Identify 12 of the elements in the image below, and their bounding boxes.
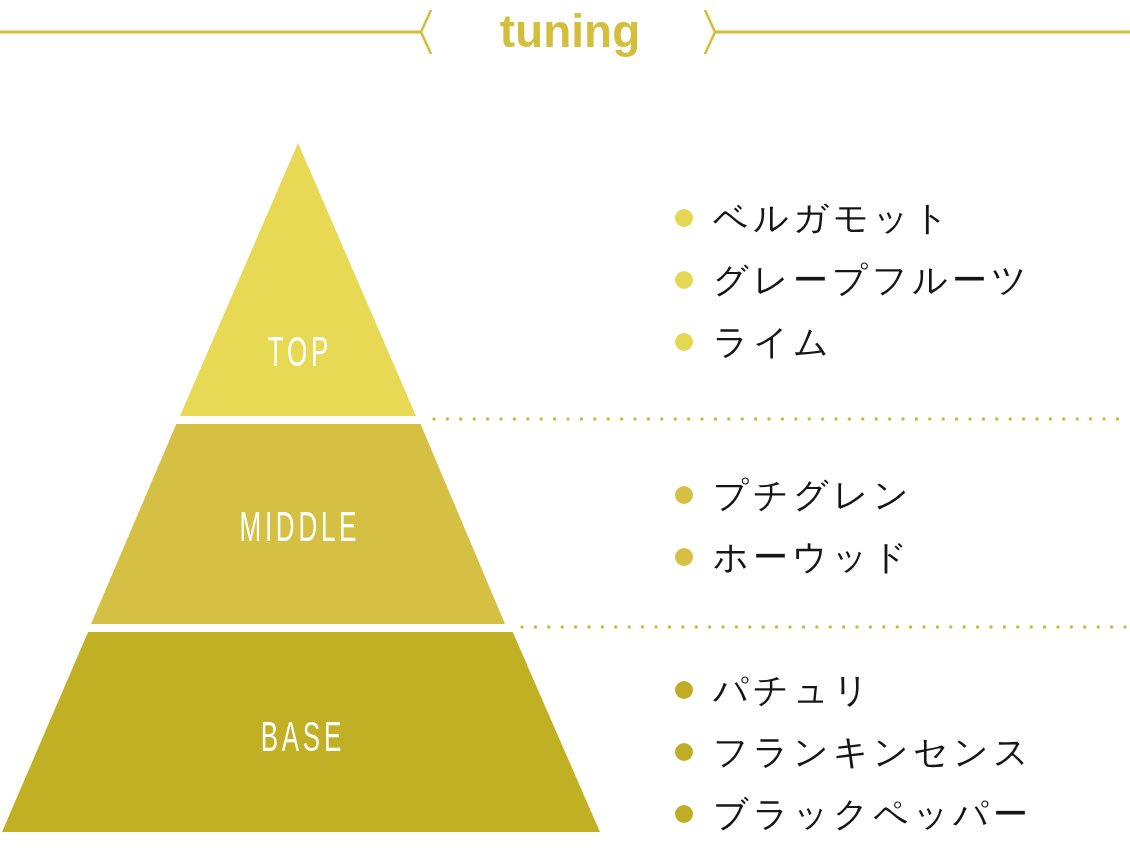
note-text: プチグレン [713, 474, 913, 516]
note-text: パチュリ [713, 669, 873, 711]
tier-label: MIDDLE [238, 506, 361, 548]
note-text: フランキンセンス [713, 731, 1033, 773]
note-text: ブラックペッパー [713, 793, 1032, 835]
note-text: グレープフルーツ [713, 259, 1031, 301]
note-text: ホーウッド [713, 536, 912, 578]
tier-label: BASE [259, 716, 346, 758]
tier-label: TOP [266, 331, 332, 373]
note-text: ベルガモット [713, 197, 953, 239]
diagram-title: tuning [499, 4, 641, 58]
note-text: ライム [713, 321, 833, 363]
